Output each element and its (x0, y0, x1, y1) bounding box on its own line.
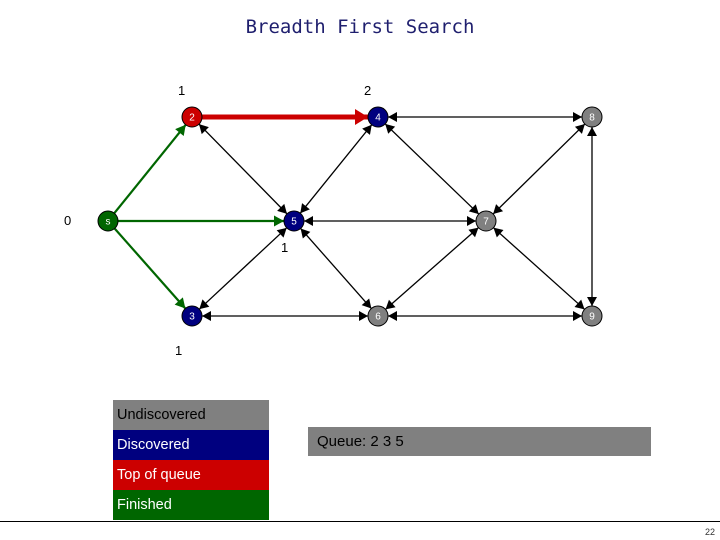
edge-arrowhead (355, 109, 368, 125)
graph-edge (113, 227, 187, 310)
graph-node-label-6: 6 (375, 312, 381, 323)
graph-node-5 (283, 210, 305, 232)
edge-arrowhead (587, 297, 597, 306)
edge-arrowhead (573, 311, 582, 321)
edge-arrowhead (304, 216, 313, 226)
edge-arrowhead (359, 311, 368, 321)
edge-arrowhead (388, 112, 397, 122)
legend-item-discovered: Discovered (113, 430, 269, 460)
distance-label-5: 1 (281, 240, 289, 255)
graph-nodes: s 2 3 5 4 6 7 8 9 (97, 106, 603, 327)
queue-status-box: Queue: 2 3 5 (308, 427, 651, 456)
graph-node-3 (181, 305, 203, 327)
distance-label-3: 1 (175, 343, 183, 358)
edge-arrowhead (202, 311, 211, 321)
edge-arrowhead (493, 227, 504, 238)
graph-node-6 (367, 305, 389, 327)
graph-edge (385, 227, 479, 310)
graph-node-label-2: 2 (189, 113, 195, 124)
distance-label-2: 1 (178, 83, 186, 98)
graph-edges (113, 109, 597, 321)
edge-arrowhead (300, 203, 310, 214)
page-number: 22 (704, 527, 715, 537)
edge-arrowhead (385, 123, 396, 134)
edge-arrowhead (573, 112, 582, 122)
legend-label-discovered: Discovered (117, 437, 190, 453)
edge-arrowhead (199, 299, 210, 310)
graph-node-label-4: 4 (375, 113, 381, 124)
edge-arrowhead (574, 299, 585, 310)
edge-arrowhead (467, 216, 476, 226)
edge-arrowhead (199, 124, 209, 135)
bfs-graph: s 2 3 5 4 6 7 8 9 (97, 106, 603, 327)
distance-label-4: 2 (364, 83, 372, 98)
edge-arrowhead (361, 298, 372, 309)
page-title: Breadth First Search (245, 16, 475, 38)
graph-node-4 (367, 106, 389, 128)
graph-edge (299, 124, 373, 214)
graph-edge (198, 123, 288, 215)
graph-edge (113, 124, 187, 214)
graph-node-8 (581, 106, 603, 128)
edge-arrowhead (468, 227, 479, 238)
queue-text: Queue: 2 3 5 (317, 433, 404, 450)
graph-node-label-7: 7 (483, 217, 489, 228)
edge-arrowhead (574, 124, 585, 134)
graph-node-7 (475, 210, 497, 232)
graph-node-label-s: s (106, 217, 111, 228)
graph-edge (198, 227, 288, 310)
graph-node-label-8: 8 (589, 113, 595, 124)
footer-divider (0, 521, 720, 522)
graph-edge (300, 228, 372, 309)
legend: Undiscovered Discovered Top of queue Fin… (113, 400, 269, 520)
legend-item-finished: Finished (113, 490, 269, 520)
legend-item-top-of-queue: Top of queue (113, 460, 269, 490)
graph-node-2 (181, 106, 203, 128)
edge-arrowhead (274, 215, 284, 227)
edge-arrowhead (175, 124, 186, 137)
graph-node-s (97, 210, 119, 232)
edge-arrowhead (174, 297, 186, 309)
edge-arrowhead (493, 204, 504, 214)
edge-arrowhead (385, 299, 396, 310)
graph-node-label-5: 5 (291, 217, 297, 228)
edge-arrowhead (587, 127, 597, 136)
edge-arrowhead (300, 228, 311, 239)
graph-edge (493, 227, 585, 310)
distance-label-s: 0 (64, 213, 72, 228)
edge-arrowhead (362, 124, 372, 135)
legend-label-undiscovered: Undiscovered (117, 407, 206, 423)
graph-edge (492, 123, 586, 215)
edge-arrowhead (276, 227, 287, 238)
edge-arrowhead (388, 311, 397, 321)
graph-node-9 (581, 305, 603, 327)
graph-edge (384, 123, 480, 215)
legend-item-undiscovered: Undiscovered (113, 400, 269, 430)
edge-arrowhead (468, 204, 479, 215)
legend-label-finished: Finished (117, 497, 172, 513)
edge-arrowhead (277, 203, 287, 214)
graph-node-label-3: 3 (189, 312, 195, 323)
legend-label-top-of-queue: Top of queue (117, 467, 201, 483)
graph-node-label-9: 9 (589, 312, 595, 323)
